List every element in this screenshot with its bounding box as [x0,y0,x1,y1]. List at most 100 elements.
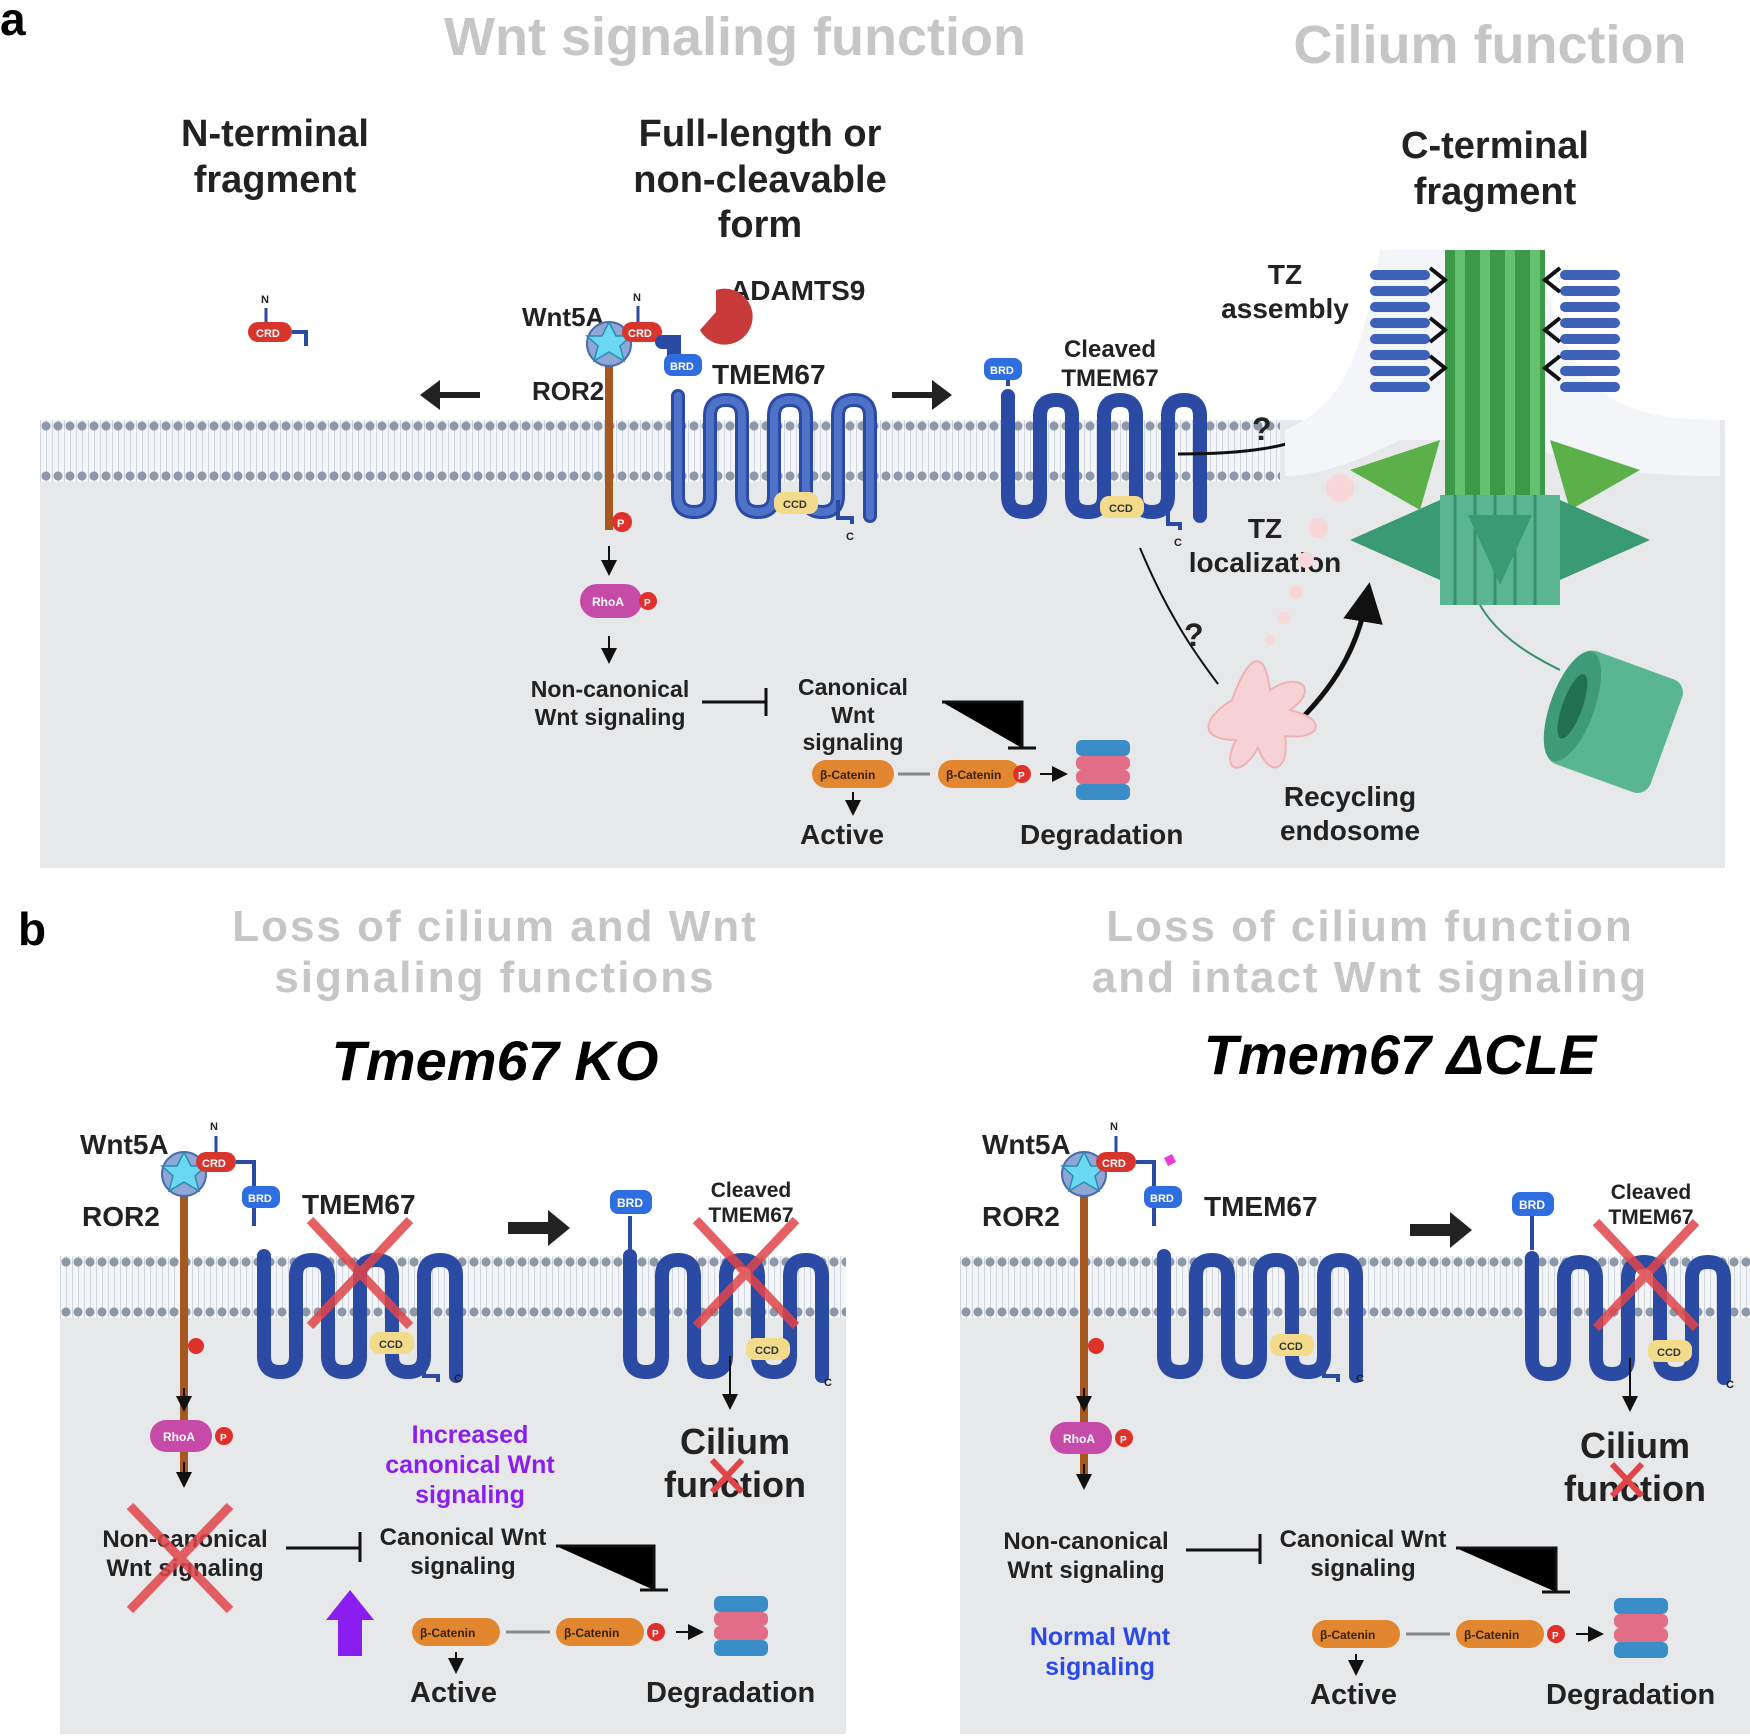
canonical-label: Canonical Wnt signaling [798,674,908,756]
svg-text:BRD: BRD [248,1193,272,1205]
recycling-endosome-label: Recycling endosome [1279,781,1421,846]
arrow-to-n-terminal [420,380,480,410]
left-degradation: Degradation [646,1677,816,1709]
svg-text:RhoA: RhoA [163,1430,195,1444]
left-noncanonical-cross-icon [126,1502,234,1614]
panel-b-letter: b [18,903,47,955]
svg-text:CRD: CRD [628,328,652,340]
left-cleavage-arrow [508,1210,570,1246]
svg-text:CRD: CRD [256,328,280,340]
svg-text:N: N [633,292,641,304]
right-proteasome-icon [1614,1598,1668,1658]
ror2-receptor: CRD N P [585,292,662,532]
left-genotype: Tmem67 KO [331,1029,659,1092]
svg-text:β-Catenin: β-Catenin [946,768,1001,782]
increase-arrow-icon [326,1590,374,1656]
svg-text:P: P [220,1433,227,1444]
right-ror2-label: ROR2 [982,1201,1060,1232]
right-cilium-cross-icon [1609,1461,1645,1499]
ror2-label: ROR2 [532,376,605,406]
panel-a-cytoplasm [40,420,1725,868]
adamts9-label: ADAMTS9 [730,275,866,306]
c-terminal-title: C-terminal fragment [1401,125,1589,213]
n-terminal-title: N-terminal fragment [181,113,369,201]
svg-text:CRD: CRD [202,1158,226,1170]
y-links [1428,266,1562,382]
svg-text:CCD: CCD [1109,503,1133,515]
svg-text:P: P [644,598,651,609]
cleaved-tmem67 [1001,389,1207,523]
svg-text:CCD: CCD [1279,1341,1303,1353]
right-cleavage-arrow [1410,1212,1472,1248]
panel-b-drawing: CRD N BRD CCD C BRD CCD C RhoA P β-Caten… [126,1121,1734,1676]
left-ror2: CRD N [160,1121,236,1480]
svg-text:β-Catenin: β-Catenin [564,1626,619,1640]
beta-catenin-active [812,760,894,788]
tmem67-ccd [774,492,818,514]
left-ror2-label: ROR2 [82,1201,160,1232]
svg-text:CRD: CRD [1102,1158,1126,1170]
right-ror2: CRD N [1060,1121,1136,1480]
vesicles [1265,474,1354,645]
daughter-centriole [1543,650,1683,793]
svg-text:P: P [617,518,624,530]
svg-text:P: P [1018,771,1025,782]
transition-fiber-right [1550,440,1640,510]
right-condition-title: Loss of cilium function and intact Wnt s… [1091,902,1649,1002]
panel-a-drawing: CRD N CRD N P BRD CCD C BRD CCD C [248,250,1720,816]
proteasome-a [1076,740,1130,800]
wnt-function-title: Wnt signaling function [444,7,1026,67]
left-proteasome-icon [714,1596,768,1656]
recycling-endosome [1207,660,1317,769]
right-genotype: Tmem67 ΔCLE [1203,1023,1597,1086]
panel-a-letter: a [0,0,26,45]
svg-text:C: C [1356,1373,1364,1385]
svg-text:β-Catenin: β-Catenin [420,1626,475,1640]
svg-text:C: C [1726,1379,1734,1391]
svg-text:P: P [1120,1435,1127,1446]
svg-text:CCD: CCD [755,1345,779,1357]
right-cleaved-label: Cleaved TMEM67 [1608,1181,1694,1230]
left-cleaved-label: Cleaved TMEM67 [708,1179,794,1228]
left-condition-title: Loss of cilium and Wnt signaling functio… [232,902,758,1002]
right-cleaved-tmem67 [1525,1251,1731,1385]
left-wnt5a-label: Wnt5A [80,1129,169,1160]
right-tmem67 [1157,1249,1363,1383]
normal-wnt-label: Normal Wnt signaling [1029,1623,1171,1681]
svg-text:CCD: CCD [783,499,807,511]
adamts9-enzyme [700,288,753,345]
left-tmem67-cross-icon [306,1216,414,1330]
svg-text:BRD: BRD [617,1196,643,1210]
svg-text:N: N [210,1121,218,1133]
svg-text:RhoA: RhoA [592,595,624,609]
left-cilium-cross-icon [709,1457,745,1495]
svg-text:RhoA: RhoA [1063,1432,1095,1446]
svg-text:β-Catenin: β-Catenin [820,768,875,782]
right-cleaved-cross-icon [1592,1218,1700,1332]
increased-canonical-label: Increased canonical Wnt signaling [385,1421,555,1509]
svg-text:C: C [1174,537,1182,549]
left-cleaved-cross-icon [692,1216,800,1330]
tmem67-brd [664,354,702,376]
rhoa [580,584,642,618]
svg-text:β-Catenin: β-Catenin [1320,1628,1375,1642]
left-tmem67-label: TMEM67 [302,1189,416,1220]
svg-text:C: C [846,531,854,543]
svg-text:P: P [652,1629,659,1640]
svg-text:β-Catenin: β-Catenin [1464,1628,1519,1642]
svg-text:CCD: CCD [1657,1347,1681,1359]
n-terminal-crd-fragment: CRD N [248,294,308,346]
svg-text:C: C [454,1373,462,1385]
right-tmem67-label: TMEM67 [1204,1191,1318,1222]
tz-assembly-label: TZ assembly [1221,259,1349,324]
right-active: Active [1310,1679,1398,1711]
arrow-to-cleaved [892,380,952,410]
svg-text:P: P [1552,1631,1559,1642]
non-canonical-label: Non-canonical Wnt signaling [530,676,690,730]
left-canonical: Canonical Wnt signaling [379,1524,547,1580]
svg-text:N: N [261,294,269,306]
tz-localization-label: TZ localization [1188,513,1342,578]
right-non-canonical: Non-canonical Wnt signaling [1003,1528,1169,1584]
wnt5a-label: Wnt5A [522,302,605,332]
svg-text:BRD: BRD [990,365,1014,377]
